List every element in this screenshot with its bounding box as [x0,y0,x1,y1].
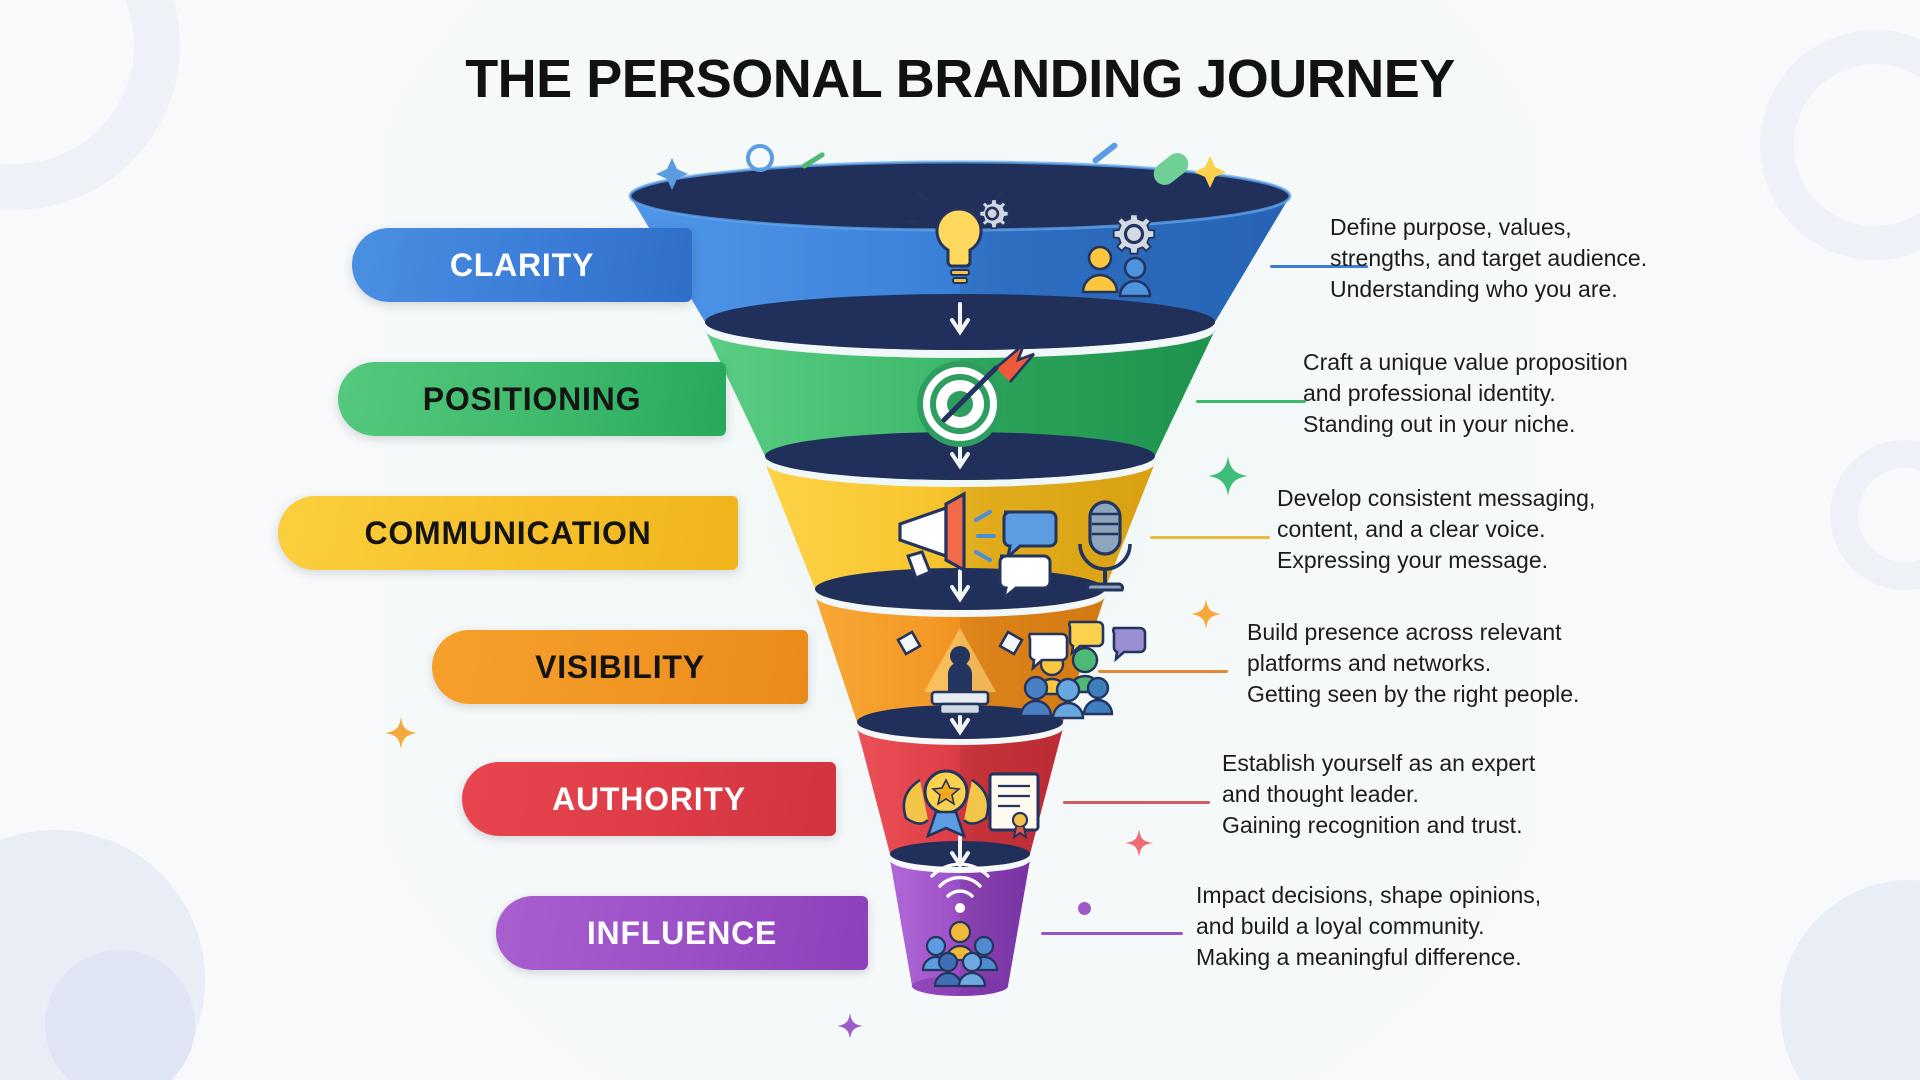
microphone-icon [1078,500,1132,592]
stage-pill-visibility[interactable]: VISIBILITY [432,630,808,704]
target-arrow-icon [917,343,1035,447]
stage-description-authority: Establish yourself as an expert and thou… [1222,750,1536,838]
audience-group-icon [1019,646,1114,720]
stage-pill-clarity[interactable]: CLARITY [352,228,692,302]
stage-label-clarity: CLARITY [449,247,595,283]
person-yellow [1081,245,1119,294]
sparkle-icon-red [1125,829,1153,857]
sparkle-icon-green [1208,456,1248,496]
certificate-icon [988,772,1040,840]
stage-label-communication: COMMUNICATION [364,515,652,551]
connector-line-visibility [1098,670,1228,673]
stage-description-communication: Develop consistent messaging, content, a… [1277,485,1596,573]
gear-people-icon [1081,213,1156,298]
megaphone-icon [898,491,996,581]
broadcast-signal-icon [930,862,990,913]
connector-line-positioning [1196,400,1306,403]
stage-description-visibility: Build presence across relevant platforms… [1247,619,1580,707]
sparkle-icon-orange [1191,599,1221,629]
connector-line-authority [1063,801,1210,804]
confetti-icon [656,142,1226,190]
lightbulb-gear-icon [906,191,1012,284]
stage-label-positioning: POSITIONING [422,381,642,417]
person-blue [1118,256,1152,298]
award-laurel-icon [902,769,990,839]
stage-description-influence: Impact decisions, shape opinions, and bu… [1196,882,1542,970]
stage-pill-authority[interactable]: AUTHORITY [462,762,836,836]
connector-line-influence [1041,932,1183,935]
stage-label-visibility: VISIBILITY [535,649,705,685]
stage-pill-communication[interactable]: COMMUNICATION [278,496,738,570]
stage-description-positioning: Craft a unique value proposition and pro… [1303,349,1628,437]
stage-description-clarity: Define purpose, values, strengths, and t… [1330,214,1648,302]
page-title: THE PERSONAL BRANDING JOURNEY [465,49,1455,109]
sparkle-icon-purple [837,1013,863,1039]
sparkle-icon-orange-left [385,717,417,749]
speech-bubble-icon [998,510,1058,602]
background-blob-bottom-left-small [45,950,195,1080]
stage-label-influence: INFLUENCE [586,915,778,951]
chat-bubbles-icon [1028,620,1147,672]
connector-line-communication [1150,536,1270,539]
dot-marker-influence [1078,902,1091,915]
stage-pill-positioning[interactable]: POSITIONING [338,362,726,436]
connector-line-clarity [1270,265,1368,268]
stage-pill-influence[interactable]: INFLUENCE [496,896,868,970]
spotlight-person-icon [896,628,1024,716]
community-group-icon [921,920,999,988]
stage-label-authority: AUTHORITY [552,781,746,817]
